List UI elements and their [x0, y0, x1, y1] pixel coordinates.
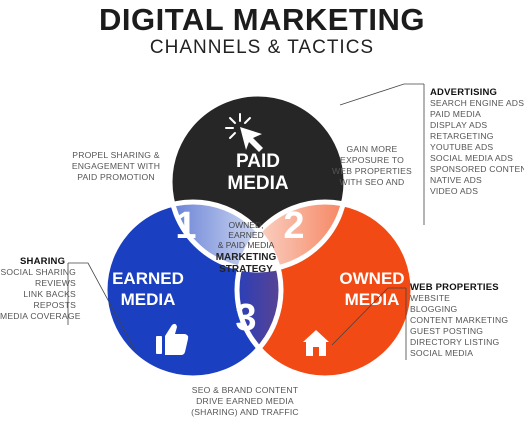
center-text-line-1: OWNED, [229, 220, 264, 230]
list-item: SEARCH ENGINE ADS [430, 98, 524, 108]
overlap-paid-earned [170, 202, 281, 270]
owned-media-label-2: MEDIA [345, 290, 400, 309]
sharing-list: SHARING SOCIAL SHARING REVIEWS LINK BACK… [0, 256, 81, 322]
note-intersection-1: PROPEL SHARING & ENGAGEMENT WITH PAID PR… [71, 150, 161, 182]
list-item: LINK BACKS [23, 289, 76, 299]
list-item: PAID MEDIA [430, 109, 482, 119]
intersection-number-1: 1 [175, 205, 196, 247]
paid-media-label-1: PAID [236, 151, 280, 172]
center-text-line-3: & PAID MEDIA [218, 240, 275, 250]
list-item: SOCIAL SHARING [0, 267, 76, 277]
list-item: SOCIAL MEDIA ADS [430, 153, 514, 163]
web-properties-list: WEB PROPERTIES WEBSITE BLOGGING CONTENT … [410, 282, 522, 359]
list-item: NATIVE ADS [430, 175, 482, 185]
intersection-number-2: 2 [283, 205, 304, 247]
list-item: DISPLAY ADS [430, 120, 488, 130]
sharing-heading: SHARING [20, 256, 66, 267]
advertising-heading: ADVERTISING [430, 87, 498, 98]
leader-lines [67, 83, 425, 360]
list-item: RETARGETING [430, 131, 494, 141]
list-item: MEDIA COVERAGE [0, 311, 81, 321]
note-intersection-3: SEO & BRAND CONTENT DRIVE EARNED MEDIA (… [191, 385, 299, 417]
earned-media-label-1: EARNED [112, 269, 184, 288]
list-item: REPOSTS [33, 300, 76, 310]
leader-web-properties [331, 287, 406, 346]
list-item: WEBSITE [410, 293, 451, 303]
owned-media-label-1: OWNED [339, 269, 404, 288]
thumbs-up-icon [156, 323, 189, 355]
earned-media-label-2: MEDIA [121, 290, 176, 309]
paid-media-label-2: MEDIA [227, 173, 289, 194]
cursor-click-icon [225, 113, 263, 152]
center-text-line-2: EARNED [228, 230, 263, 240]
advertising-list: ADVERTISING SEARCH ENGINE ADS PAID MEDIA… [430, 87, 524, 197]
center-text-line-5: STRATEGY [219, 264, 273, 275]
note-intersection-2: GAIN MORE EXPOSURE TO WEB PROPERTIES WIT… [331, 144, 412, 187]
diagram-subtitle: CHANNELS & TACTICS [149, 37, 375, 58]
list-item: VIDEO ADS [430, 186, 479, 196]
web-properties-heading: WEB PROPERTIES [410, 282, 499, 293]
leader-sharing [68, 262, 136, 351]
list-item: GUEST POSTING [410, 326, 484, 336]
diagram-title: DIGITAL MARKETING [99, 2, 425, 37]
overlap-paid-owned [237, 202, 346, 270]
list-item: BLOGGING [410, 304, 458, 314]
leader-advertising [339, 83, 424, 106]
list-item: CONTENT MARKETING [410, 315, 509, 325]
list-item: DIRECTORY LISTING [410, 337, 500, 347]
list-item: YOUTUBE ADS [430, 142, 494, 152]
list-item: SOCIAL MEDIA [410, 348, 474, 358]
center-text-line-4: MARKETING [216, 252, 277, 263]
intersection-number-3: 3 [235, 297, 256, 339]
house-icon [303, 330, 329, 356]
list-item: SPONSORED CONTENT [430, 164, 524, 174]
list-item: REVIEWS [34, 278, 76, 288]
